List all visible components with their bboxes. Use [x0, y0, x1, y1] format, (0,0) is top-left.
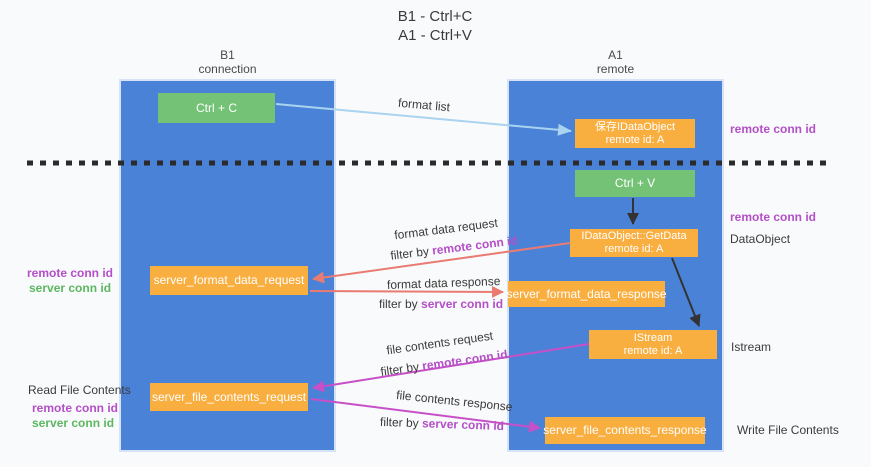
lane-b1-sub: connection [198, 62, 257, 76]
getdata-line1: IDataObject::GetData [581, 230, 687, 242]
ctrl-c-label: Ctrl + C [195, 100, 237, 115]
ctrl-v-box: Ctrl + V [575, 170, 695, 197]
diagram-title: B1 - Ctrl+C A1 - Ctrl+V [340, 7, 530, 45]
istream-line1: IStream [633, 331, 673, 344]
write-file-contents-label: Write File Contents [737, 423, 839, 437]
server-format-data-response-label: server_format_data_response [506, 286, 667, 301]
format-list-label: format list [397, 95, 451, 115]
ctrl-c-box: Ctrl + C [158, 93, 275, 123]
dataobject-label: DataObject [730, 232, 791, 246]
title-line-2: A1 - Ctrl+V [398, 27, 472, 44]
getdata-line2: remote id: A [604, 243, 664, 255]
istream-box: IStream remote id: A [589, 330, 717, 359]
format-data-response-filter-label: filter by server conn id [379, 297, 503, 311]
lane-b1-name: B1 [220, 48, 235, 62]
file-contents-response-label: file contents response [395, 387, 514, 415]
filter-by-text: filter by [379, 359, 424, 379]
remote-conn-id-text: remote conn id [431, 233, 519, 258]
ctrl-v-label: Ctrl + V [614, 176, 656, 190]
left-server-conn-id-top: server conn id [29, 281, 112, 295]
save-idataobject-box: 保存IDataObject remote id: A [575, 119, 695, 148]
left-remote-conn-id-top: remote conn id [27, 266, 114, 280]
filter-by-text: filter by [379, 297, 422, 311]
remote-conn-id-label-top: remote conn id [730, 122, 817, 136]
server-conn-id-text: server conn id [421, 416, 505, 434]
server-format-data-request-label: server_format_data_request [153, 273, 305, 287]
filter-by-text: filter by [379, 414, 423, 431]
lane-a1-sub: remote [596, 62, 635, 76]
read-file-contents-label: Read File Contents [28, 383, 131, 397]
left-server-conn-id-bottom: server conn id [32, 416, 115, 430]
server-format-data-response-box: server_format_data_response [506, 281, 667, 307]
file-contents-response-filter-label: filter by server conn id [380, 415, 504, 433]
istream-side-label: Istream [731, 340, 772, 354]
idataobject-getdata-box: IDataObject::GetData remote id: A [570, 229, 698, 257]
istream-line2: remote id: A [623, 344, 683, 357]
format-data-response-label: format data response [386, 274, 501, 292]
left-remote-conn-id-bottom: remote conn id [32, 401, 119, 415]
save-idataobject-line2: remote id: A [605, 133, 665, 146]
title-line-1: B1 - Ctrl+C [397, 8, 473, 25]
server-file-contents-request-box: server_file_contents_request [150, 383, 308, 411]
server-file-contents-response-label: server_file_contents_response [543, 423, 707, 437]
lane-header-b1-connection: B1 connection [119, 48, 336, 76]
server-file-contents-response-box: server_file_contents_response [543, 417, 707, 444]
remote-conn-id-label-mid: remote conn id [730, 210, 817, 224]
server-format-data-request-box: server_format_data_request [150, 266, 308, 295]
remote-conn-id-text: remote conn id [421, 347, 509, 373]
save-idataobject-line1: 保存IDataObject [594, 120, 676, 133]
lane-header-a1-remote: A1 remote [507, 48, 724, 76]
server-file-contents-request-label: server_file_contents_request [151, 389, 307, 404]
server-conn-id-text: server conn id [421, 297, 504, 311]
filter-by-text: filter by [389, 243, 434, 263]
lane-a1-name: A1 [608, 48, 623, 62]
